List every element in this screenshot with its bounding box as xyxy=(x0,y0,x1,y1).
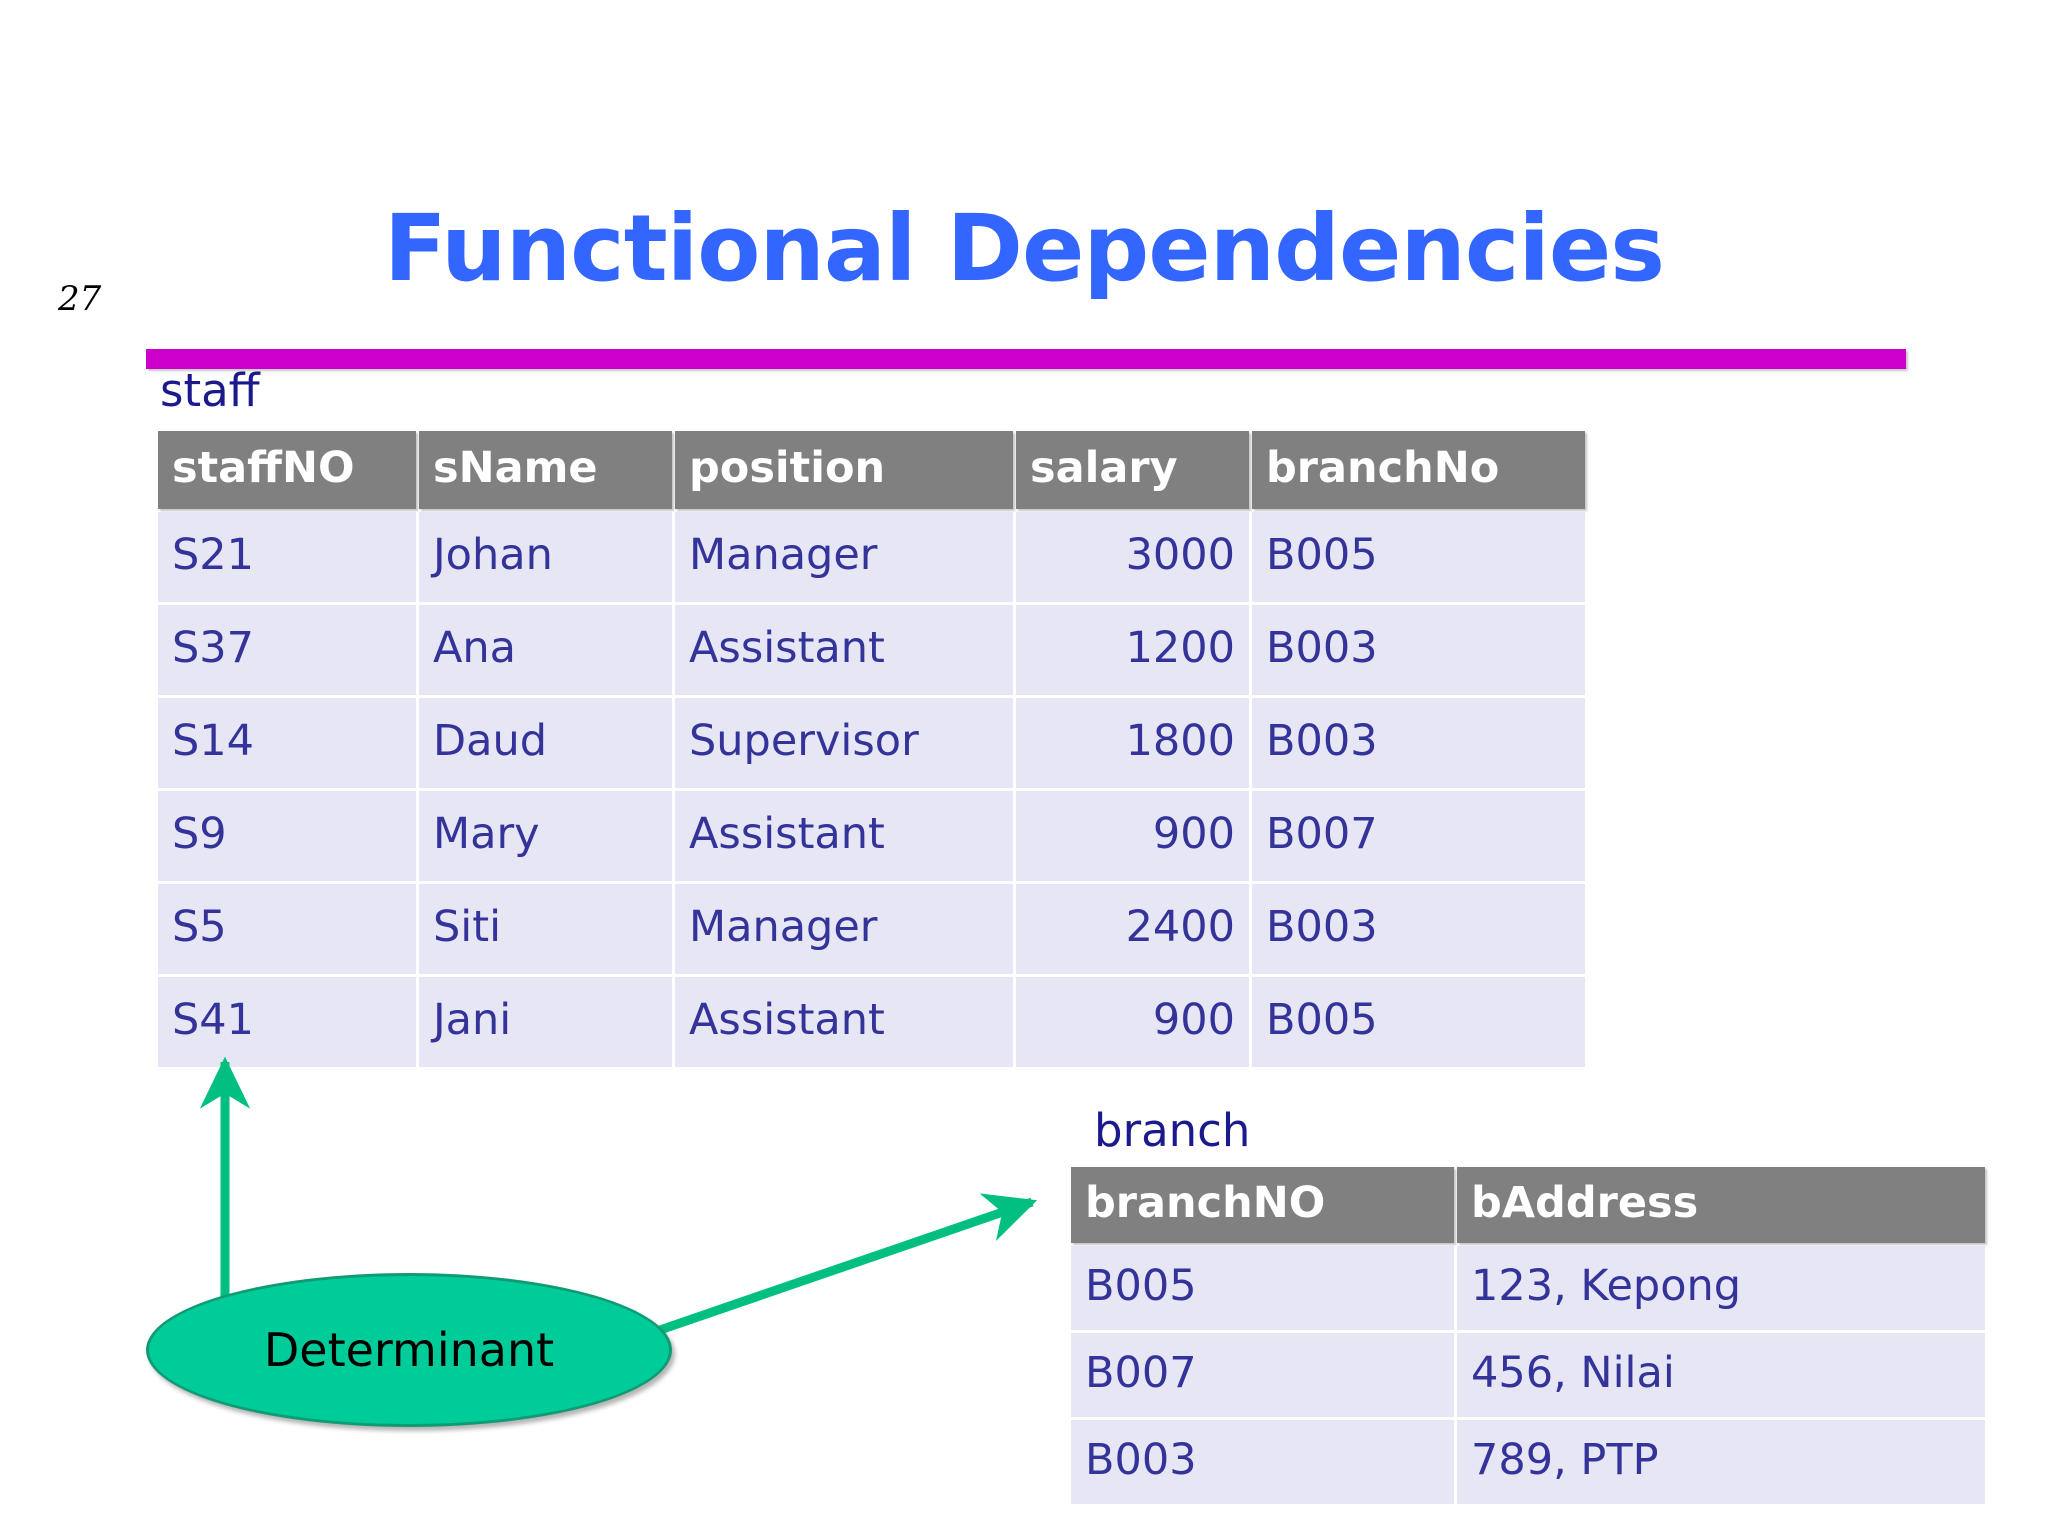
cell-position: Manager xyxy=(675,512,1013,602)
title-divider-rule xyxy=(146,349,1906,369)
cell-position: Assistant xyxy=(675,977,1013,1067)
table-row: S37 Ana Assistant 1200 B003 xyxy=(158,605,1585,695)
table-row: S41 Jani Assistant 900 B005 xyxy=(158,977,1585,1067)
cell-position: Assistant xyxy=(675,791,1013,881)
column-header-salary: salary xyxy=(1016,431,1249,509)
column-header-position: position xyxy=(675,431,1013,509)
branch-table-header-row: branchNO bAddress xyxy=(1071,1167,1985,1243)
branch-table-caption: branch xyxy=(1094,1104,1251,1157)
table-row: B003 789, PTP xyxy=(1071,1420,1985,1504)
cell-sname: Mary xyxy=(419,791,672,881)
cell-sname: Ana xyxy=(419,605,672,695)
cell-baddress: 789, PTP xyxy=(1457,1420,1985,1504)
slide-number: 27 xyxy=(58,279,102,319)
staff-table-header-row: staffNO sName position salary branchNo xyxy=(158,431,1585,509)
table-row: S9 Mary Assistant 900 B007 xyxy=(158,791,1585,881)
cell-branchno: B005 xyxy=(1071,1246,1454,1330)
cell-sname: Siti xyxy=(419,884,672,974)
cell-staffno: S37 xyxy=(158,605,416,695)
table-row: B005 123, Kepong xyxy=(1071,1246,1985,1330)
cell-staffno: S9 xyxy=(158,791,416,881)
cell-salary: 900 xyxy=(1016,977,1249,1067)
cell-salary: 1800 xyxy=(1016,698,1249,788)
cell-salary: 3000 xyxy=(1016,512,1249,602)
cell-branchno: B005 xyxy=(1252,977,1585,1067)
staff-table: staffNO sName position salary branchNo S… xyxy=(155,428,1588,1070)
cell-sname: Daud xyxy=(419,698,672,788)
determinant-label: Determinant xyxy=(263,1323,555,1377)
cell-sname: Jani xyxy=(419,977,672,1067)
column-header-branchno: branchNO xyxy=(1071,1167,1454,1243)
cell-position: Supervisor xyxy=(675,698,1013,788)
table-row: S5 Siti Manager 2400 B003 xyxy=(158,884,1585,974)
cell-branchno: B005 xyxy=(1252,512,1585,602)
cell-branchno: B003 xyxy=(1071,1420,1454,1504)
cell-position: Assistant xyxy=(675,605,1013,695)
page-title: Functional Dependencies xyxy=(383,195,1665,302)
cell-branchno: B003 xyxy=(1252,605,1585,695)
cell-branchno: B003 xyxy=(1252,698,1585,788)
cell-baddress: 123, Kepong xyxy=(1457,1246,1985,1330)
cell-staffno: S21 xyxy=(158,512,416,602)
cell-baddress: 456, Nilai xyxy=(1457,1333,1985,1417)
table-row: S14 Daud Supervisor 1800 B003 xyxy=(158,698,1585,788)
cell-salary: 1200 xyxy=(1016,605,1249,695)
cell-position: Manager xyxy=(675,884,1013,974)
cell-branchno: B007 xyxy=(1071,1333,1454,1417)
staff-table-caption: staff xyxy=(160,364,260,417)
table-row: B007 456, Nilai xyxy=(1071,1333,1985,1417)
column-header-sname: sName xyxy=(419,431,672,509)
cell-salary: 900 xyxy=(1016,791,1249,881)
column-header-baddress: bAddress xyxy=(1457,1167,1985,1243)
determinant-ellipse: Determinant xyxy=(146,1273,672,1427)
table-row: S21 Johan Manager 3000 B005 xyxy=(158,512,1585,602)
column-header-staffno: staffNO xyxy=(158,431,416,509)
arrow-to-branchno-icon xyxy=(658,1193,1038,1335)
cell-sname: Johan xyxy=(419,512,672,602)
column-header-branchno: branchNo xyxy=(1252,431,1585,509)
cell-staffno: S14 xyxy=(158,698,416,788)
cell-staffno: S41 xyxy=(158,977,416,1067)
cell-salary: 2400 xyxy=(1016,884,1249,974)
cell-branchno: B003 xyxy=(1252,884,1585,974)
branch-table: branchNO bAddress B005 123, Kepong B007 … xyxy=(1068,1164,1988,1507)
cell-branchno: B007 xyxy=(1252,791,1585,881)
cell-staffno: S5 xyxy=(158,884,416,974)
